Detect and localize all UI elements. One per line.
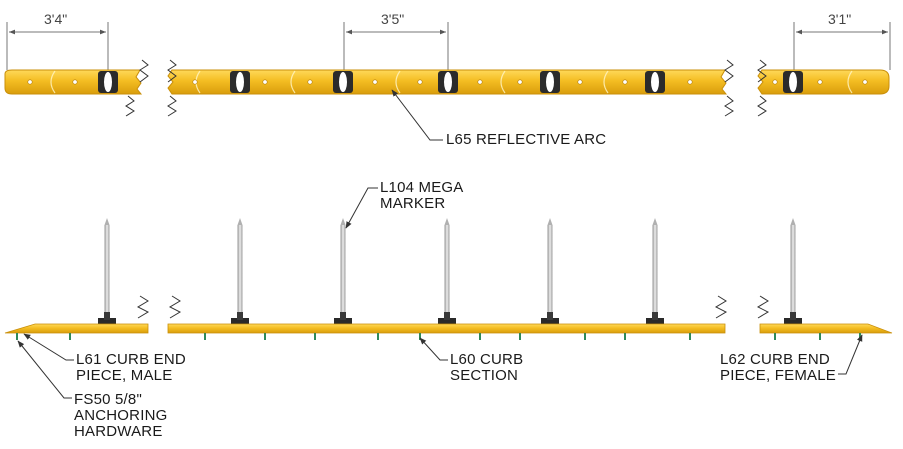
dimension-right-label: 3'1" — [828, 11, 852, 27]
label-curb-section-line1: L60 CURB — [450, 351, 524, 368]
leader-reflective-arc — [391, 89, 443, 141]
label-anchoring-line3: HARDWARE — [74, 423, 163, 440]
break-mark-top-2 — [167, 59, 177, 117]
dimension-middle — [343, 22, 449, 70]
label-curb-end-female-line1: L62 CURB END — [720, 351, 830, 368]
leader-curb-end-female — [838, 334, 863, 375]
label-anchoring-line1: FS50 5/8" — [74, 391, 142, 408]
leader-mega-marker — [345, 187, 378, 229]
dimension-left-label: 3'4" — [44, 11, 68, 27]
label-curb-end-female-line2: PIECE, FEMALE — [720, 367, 836, 384]
break-mark-top-3 — [724, 59, 734, 117]
label-mega-marker-line2: MARKER — [380, 195, 446, 212]
side-view-curb-left — [4, 323, 149, 334]
dimension-left — [6, 22, 109, 70]
top-view-curb-right — [757, 69, 890, 95]
break-mark-side-4 — [756, 295, 770, 319]
leader-curb-end-male — [23, 333, 74, 361]
break-mark-side-1 — [136, 295, 150, 319]
break-mark-side-3 — [714, 295, 728, 319]
break-mark-top-1 — [125, 59, 149, 117]
label-curb-section-line2: SECTION — [450, 367, 519, 384]
anchoring-hardware — [16, 333, 861, 340]
label-reflective-arc: L65 REFLECTIVE ARC — [446, 131, 607, 148]
dimension-middle-label: 3'5" — [381, 11, 405, 27]
reflective-arc-markers — [98, 71, 803, 93]
side-view-curb-middle — [167, 323, 726, 334]
label-mega-marker-line1: L104 MEGA — [380, 179, 464, 196]
mega-marker-posts — [98, 218, 802, 330]
leader-curb-section — [419, 337, 448, 361]
break-mark-top-4 — [757, 59, 767, 117]
side-view-curb-right — [759, 323, 893, 334]
leader-anchoring — [17, 340, 72, 399]
label-curb-end-male-line2: PIECE, MALE — [76, 367, 173, 384]
label-curb-end-male-line1: L61 CURB END — [76, 351, 186, 368]
break-mark-side-2 — [168, 295, 182, 319]
label-anchoring-line2: ANCHORING — [74, 407, 168, 424]
dimension-right — [793, 22, 891, 70]
bolt-holes — [27, 79, 868, 85]
